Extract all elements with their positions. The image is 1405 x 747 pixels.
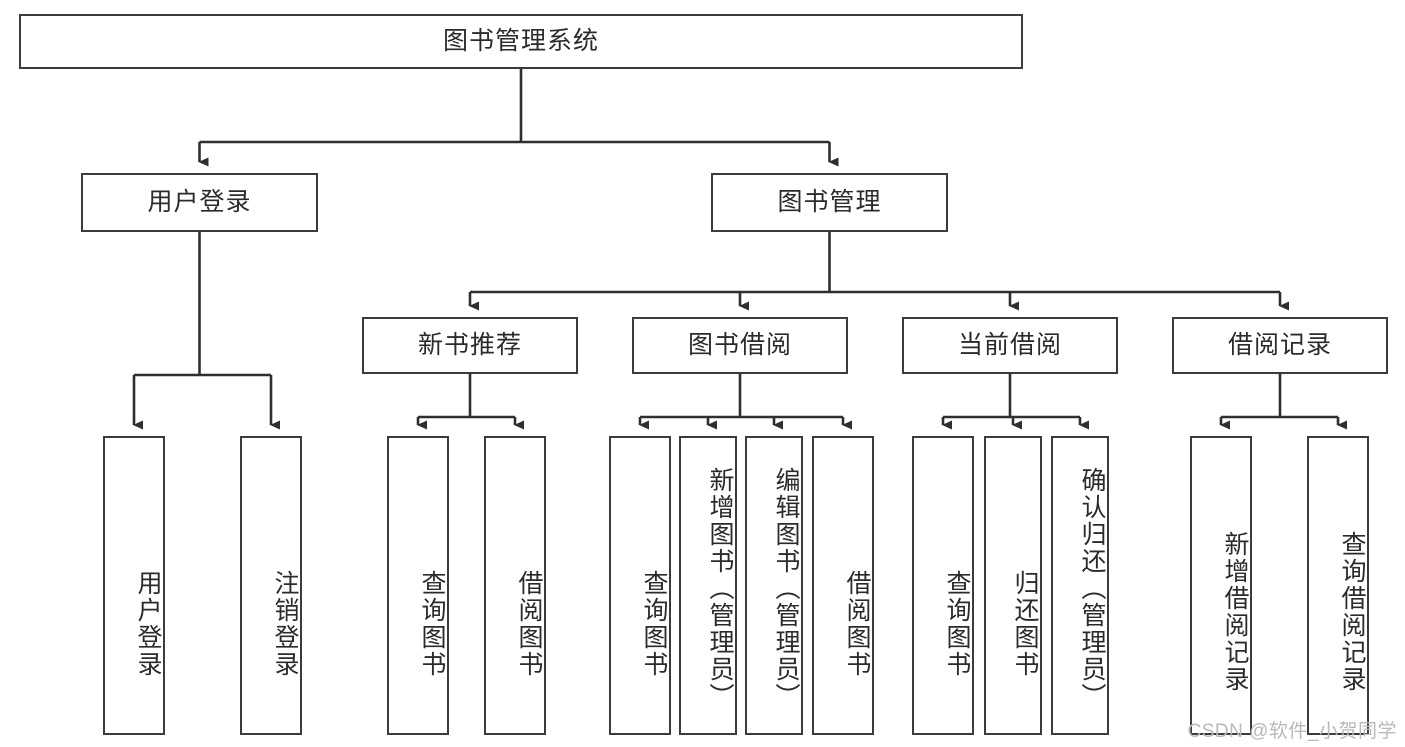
- node-label: 借阅图书: [843, 569, 871, 678]
- node-label: 查询图书: [943, 569, 971, 678]
- node-leaf-user-login[interactable]: 用户登录: [103, 436, 165, 735]
- node-leaf-query-book[interactable]: 查询图书: [609, 436, 671, 735]
- node-label: 当前借阅: [957, 330, 1062, 359]
- node-leaf-borrow-book[interactable]: 借阅图书: [812, 436, 874, 735]
- node-leaf-return-book[interactable]: 归还图书: [984, 436, 1042, 735]
- node-label: 新书推荐: [417, 330, 522, 359]
- node-leaf-borrow-book-rec[interactable]: 借阅图书: [484, 436, 546, 735]
- node-label: 查询图书: [418, 569, 446, 678]
- node-label: 查询图书: [640, 569, 668, 678]
- node-root[interactable]: 图书管理系统: [19, 14, 1023, 69]
- node-leaf-add-book[interactable]: 新增图书（管理员）: [679, 436, 737, 735]
- node-leaf-query-book-cur[interactable]: 查询图书: [912, 436, 974, 735]
- node-leaf-add-record[interactable]: 新增借阅记录: [1190, 436, 1252, 735]
- node-book-manage[interactable]: 图书管理: [711, 173, 948, 232]
- watermark-label: CSDN @软件_小贺同学: [1187, 721, 1397, 742]
- node-label: 新增借阅记录: [1221, 530, 1249, 693]
- node-leaf-query-book-rec[interactable]: 查询图书: [387, 436, 449, 735]
- node-borrow-record[interactable]: 借阅记录: [1172, 317, 1388, 374]
- node-label: 注销登录: [271, 569, 299, 678]
- node-leaf-confirm-return[interactable]: 确认归还（管理员）: [1051, 436, 1109, 735]
- node-label: 借阅图书: [515, 569, 543, 678]
- node-label: 借阅记录: [1227, 330, 1332, 359]
- node-label: 归还图书: [1011, 569, 1039, 678]
- node-new-book-rec[interactable]: 新书推荐: [362, 317, 578, 374]
- node-leaf-user-logout[interactable]: 注销登录: [240, 436, 302, 735]
- node-user-login[interactable]: 用户登录: [81, 173, 318, 232]
- node-leaf-edit-book[interactable]: 编辑图书（管理员）: [745, 436, 803, 735]
- node-leaf-query-record[interactable]: 查询借阅记录: [1307, 436, 1369, 735]
- node-label: 新增图书（管理员）: [706, 467, 734, 710]
- node-label: 用户登录: [134, 569, 162, 678]
- node-label: 图书借阅: [687, 330, 792, 359]
- node-label: 图书管理系统: [442, 26, 599, 55]
- node-current-borrow[interactable]: 当前借阅: [902, 317, 1118, 374]
- node-label: 用户登录: [147, 187, 252, 216]
- node-label: 图书管理: [777, 187, 882, 216]
- node-label: 查询借阅记录: [1338, 530, 1366, 693]
- node-label: 确认归还（管理员）: [1078, 467, 1106, 710]
- node-book-borrow[interactable]: 图书借阅: [632, 317, 848, 374]
- node-label: 编辑图书（管理员）: [772, 467, 800, 710]
